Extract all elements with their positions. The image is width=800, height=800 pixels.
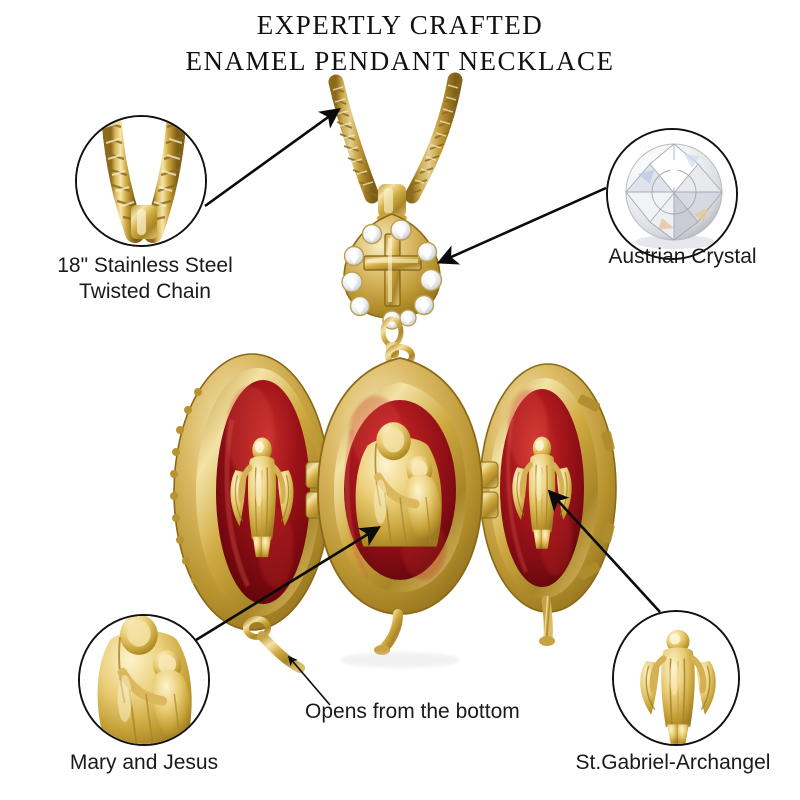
opens-from-bottom-label: Opens from the bottom [305, 700, 520, 723]
title-line-1: EXPERTLY CRAFTED [256, 10, 544, 40]
round-brilliant-crystal-icon [608, 130, 736, 258]
mary-and-jesus-relief-icon [80, 616, 208, 744]
page-title: EXPERTLY CRAFTED ENAMEL PENDANT NECKLACE [0, 8, 800, 79]
locket-panel-right [475, 363, 617, 646]
locket-panel-left [170, 353, 331, 673]
callout-gabriel-label: St.Gabriel-Archangel [575, 751, 771, 774]
chain-closeup-circle [75, 115, 207, 247]
bail-crystals [341, 219, 443, 330]
callout-mary-jesus-label: Mary and Jesus [69, 751, 219, 774]
callout-crystal-label: Austrian Crystal [608, 245, 757, 268]
callout-chain-label: 18" Stainless Steel Twisted Chain [57, 254, 233, 303]
archangel-gabriel-relief-icon [614, 612, 738, 744]
crystal-closeup-circle [606, 128, 738, 260]
gabriel-closeup-circle [612, 610, 740, 746]
crystal-cross-bail [341, 213, 443, 358]
locket-bottom-clasp [374, 609, 403, 655]
necklace-chain [328, 72, 463, 204]
title-line-2: ENAMEL PENDANT NECKLACE [185, 45, 615, 76]
locket-panel-center [317, 344, 483, 668]
mary-jesus-closeup-circle [78, 614, 210, 746]
rope-chain-closeup-icon [77, 117, 205, 245]
